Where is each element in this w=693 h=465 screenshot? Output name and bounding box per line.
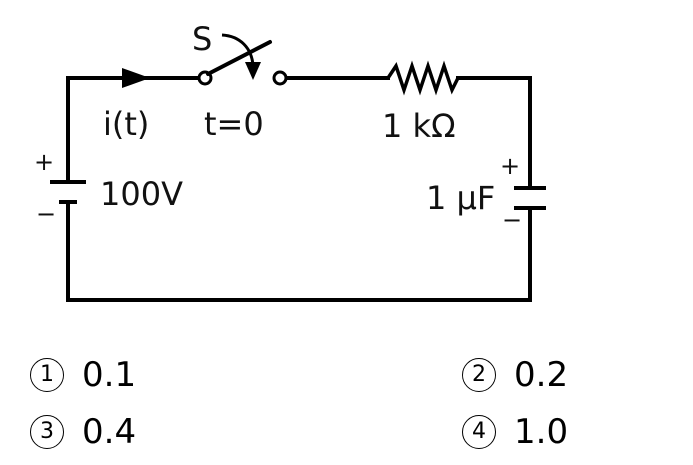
choice-value-2: 0.2 [514,355,569,395]
source-minus-sign: − [36,200,56,228]
choice-number-4: 4 [462,415,496,449]
switch [197,33,288,86]
answer-choice-2[interactable]: 2 0.2 [462,355,568,395]
source-label: 100V [100,175,183,213]
switch-terminal-right [272,70,288,86]
answer-choice-4[interactable]: 4 1.0 [462,412,568,452]
wire-resistor-to-right [456,76,532,188]
choice-number-1: 1 [30,358,64,392]
choice-number-3: 3 [30,415,64,449]
answer-choice-1[interactable]: 1 0.1 [30,355,136,395]
resistor-label: 1 kΩ [382,107,456,145]
rc-circuit-diagram: S i(t) t=0 1 kΩ 100V + − 1 μF + − [34,20,546,302]
current-label: i(t) [103,105,149,143]
answer-choice-3[interactable]: 3 0.4 [30,412,136,452]
switch-closing-arrow [221,33,255,67]
choice-value-3: 0.4 [82,412,137,452]
switch-blade [206,40,272,76]
choice-value-1: 0.1 [82,355,137,395]
current-arrow [122,68,150,88]
capacitor-symbol [514,186,546,210]
choice-value-4: 1.0 [514,412,569,452]
wire-left-top [66,76,200,180]
wire-right-bottom [66,204,532,302]
battery-symbol [50,180,86,204]
time-label: t=0 [204,105,264,143]
capacitor-label: 1 μF [426,179,495,217]
capacitor-plus-sign: + [500,152,520,180]
switch-closing-arrowhead [245,62,261,80]
source-plus-sign: + [34,148,54,176]
choice-number-2: 2 [462,358,496,392]
switch-label: S [192,20,212,58]
capacitor-minus-sign: − [502,206,522,234]
resistor-symbol [386,60,460,96]
